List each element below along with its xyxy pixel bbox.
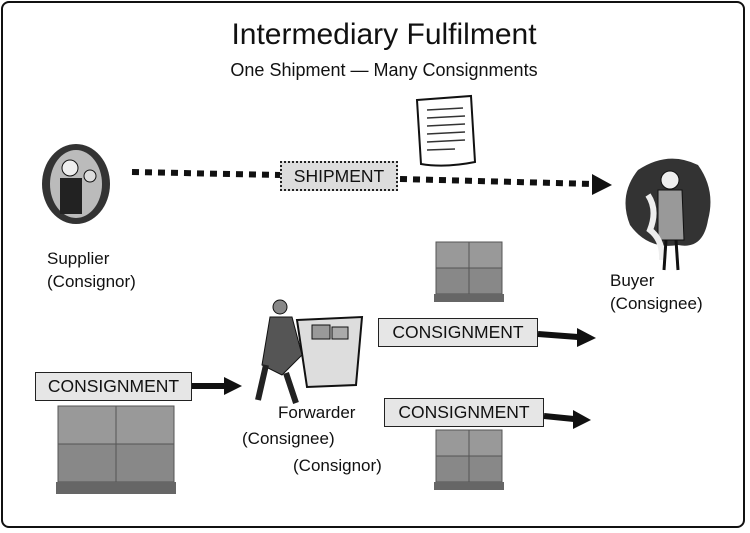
consignment-box-inbound: CONSIGNMENT	[35, 372, 192, 401]
pallet-icon	[56, 405, 176, 494]
arrow-inbound	[192, 377, 242, 395]
buyer-role: (Consignee)	[610, 294, 703, 313]
diagram-title: Intermediary Fulfilment	[231, 18, 537, 51]
supplier-label: Supplier	[47, 249, 110, 268]
diagram-subtitle: One Shipment — Many Consignments	[230, 60, 538, 80]
document-icon	[415, 94, 477, 167]
consignment-box-outbound-1: CONSIGNMENT	[378, 318, 538, 347]
pallet-icon	[434, 429, 504, 490]
forwarder-role-consignee: (Consignee)	[242, 429, 335, 448]
buyer-illustration	[625, 158, 711, 271]
forwarder-label: Forwarder	[278, 403, 356, 422]
supplier-illustration	[42, 144, 110, 224]
supplier-role: (Consignor)	[47, 272, 136, 291]
shipment-box: SHIPMENT	[280, 161, 398, 191]
pallet-icon	[434, 241, 504, 302]
forwarder-illustration	[255, 299, 364, 404]
forwarder-role-consignor: (Consignor)	[293, 456, 382, 475]
buyer-label: Buyer	[610, 271, 655, 290]
consignment-box-outbound-2: CONSIGNMENT	[384, 398, 544, 427]
arrow-outbound-2	[543, 410, 591, 429]
arrow-outbound-1	[537, 328, 596, 347]
